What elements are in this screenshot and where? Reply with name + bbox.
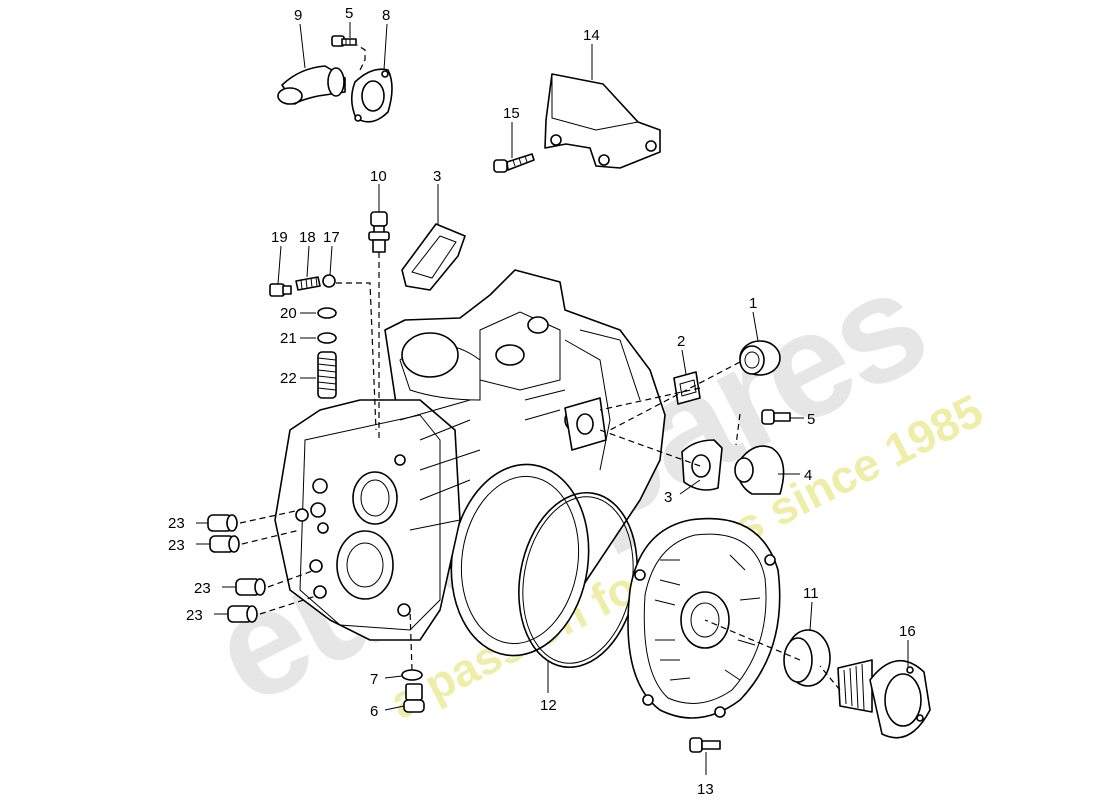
callout-7[interactable]: 7 [370,671,378,688]
callout-22[interactable]: 22 [280,370,297,387]
callout-6[interactable]: 6 [370,703,378,720]
part-21-ring [317,332,337,344]
callout-21[interactable]: 21 [280,330,297,347]
part-6-drain-plug [403,683,425,713]
part-5-bolt-right [761,409,791,425]
callout-1[interactable]: 1 [749,295,757,312]
callout-23-a[interactable]: 23 [168,515,185,532]
callout-3-top[interactable]: 3 [433,168,441,185]
callout-5-right[interactable]: 5 [807,411,815,428]
callout-23-b[interactable]: 23 [168,537,185,554]
callout-18[interactable]: 18 [299,229,316,246]
callout-10[interactable]: 10 [370,168,387,185]
part-13-bolt [689,737,721,753]
callout-5-top[interactable]: 5 [345,5,353,22]
part-1-seal [739,340,781,376]
callout-11[interactable]: 11 [803,585,819,602]
part-14-bracket [544,73,661,169]
part-8-flange [350,68,393,123]
callout-16[interactable]: 16 [899,623,916,640]
part-17-ball [322,274,336,288]
leader-lines [196,22,909,775]
part-15-screw [493,153,535,173]
part-23-plug-d [227,605,258,623]
part-4-elbow [734,445,785,495]
part-3-flange-lower [681,439,723,491]
part-7-washer [401,669,423,681]
callout-14[interactable]: 14 [583,27,600,44]
callout-19[interactable]: 19 [271,229,288,246]
callout-12[interactable]: 12 [540,697,557,714]
part-10-breather [368,211,390,253]
callouts: 9 5 8 14 15 10 3 19 18 17 20 21 22 1 2 5… [168,5,916,798]
part-19-plug [269,283,292,297]
callout-17[interactable]: 17 [323,229,340,246]
part-23-plug-c [235,578,266,596]
callout-15[interactable]: 15 [503,105,520,122]
callout-4[interactable]: 4 [804,467,812,484]
callout-23-c[interactable]: 23 [194,580,211,597]
part-9-elbow [277,65,346,105]
callout-13[interactable]: 13 [697,781,714,798]
callout-8[interactable]: 8 [382,7,390,24]
part-2-clip [673,371,701,405]
part-20-oring [317,307,337,319]
callout-9[interactable]: 9 [294,7,302,24]
part-3-cover-upper [401,223,466,291]
part-transmission-housing [274,269,666,657]
part-18-spring [295,276,321,291]
callout-3-lower[interactable]: 3 [664,489,672,506]
part-23-plug-b [209,535,240,553]
part-16-output-flange [837,659,931,739]
part-5-bolt-top [331,35,357,47]
part-23-plug-a [207,514,238,532]
callout-20[interactable]: 20 [280,305,297,322]
part-housing-cover [627,517,781,719]
assembly-lines [239,44,841,691]
part-22-spring [317,351,337,399]
callout-23-d[interactable]: 23 [186,607,203,624]
callout-2[interactable]: 2 [677,333,685,350]
part-11-seal [783,629,831,687]
